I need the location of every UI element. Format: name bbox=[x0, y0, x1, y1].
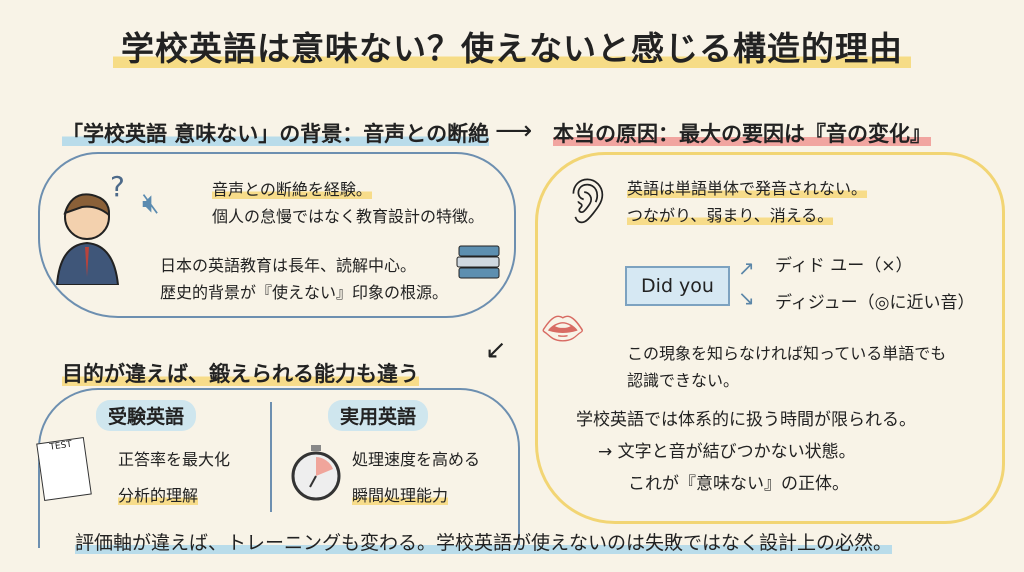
section2-heading: 本当の原因：最大の要因は『音の変化』 bbox=[553, 122, 931, 146]
section2-line3: この現象を知らなければ知っている単語でも bbox=[627, 344, 947, 363]
wrong-pronunciation: ディド ユー（×） bbox=[775, 256, 913, 276]
section3-heading: 目的が違えば、鍛えられる能力も違う bbox=[62, 362, 419, 386]
arrow-right-icon: ⟶ bbox=[495, 116, 533, 146]
section2-line4: 認識できない。 bbox=[627, 371, 740, 390]
section2-line1: 英語は単語単体で発音されない。 bbox=[627, 179, 868, 198]
example-phrase: Did you bbox=[625, 266, 730, 306]
section1-box bbox=[38, 152, 516, 318]
section2-line6: → 文字と音が結びつかない状態。 bbox=[598, 442, 856, 462]
page-title: 学校英語は意味ない？使えないと感じる構造的理由 bbox=[0, 22, 1024, 70]
arrow-up-right-icon: ↗ bbox=[738, 256, 755, 280]
muted-speaker-icon: 🔇︎ bbox=[142, 186, 160, 219]
confused-student-icon bbox=[52, 185, 122, 286]
section1-line3: 日本の英語教育は長年、読解中心。 bbox=[160, 256, 417, 275]
section2-box bbox=[535, 152, 1005, 524]
practical-item1: 処理速度を高める bbox=[352, 450, 481, 469]
practical-english-label: 実用英語 bbox=[328, 400, 429, 431]
section2-line7: これが『意味ない』の正体。 bbox=[628, 474, 849, 494]
divider bbox=[270, 402, 272, 512]
stopwatch-icon bbox=[288, 445, 344, 501]
section1-heading: 「学校英語 意味ない」の背景：音声との断絶 bbox=[62, 122, 490, 146]
section2-line5: 学校英語では体系的に扱う時間が限られる。 bbox=[576, 410, 916, 430]
section2-line2: つながり、弱まり、消える。 bbox=[627, 206, 834, 225]
test-paper-icon: TEST bbox=[36, 436, 92, 502]
exam-item2: 分析的理解 bbox=[118, 486, 199, 505]
exam-english-label: 受験英語 bbox=[96, 400, 197, 431]
section1-line1: 音声との断絶を経験。 bbox=[212, 180, 372, 199]
question-mark-icon: ? bbox=[110, 170, 125, 203]
footer-summary: 評価軸が違えば、トレーニングも変わる。学校英語が使えないのは失敗ではなく設計上の… bbox=[75, 532, 893, 554]
section1-line4: 歴史的背景が『使えない』印象の根源。 bbox=[160, 283, 449, 302]
ear-icon: 👂︎ bbox=[560, 176, 616, 227]
exam-item1: 正答率を最大化 bbox=[118, 450, 231, 469]
correct-pronunciation: ディジュー（◎に近い音） bbox=[775, 293, 975, 313]
arrow-down-right-icon: ↘ bbox=[738, 286, 755, 310]
mouth-icon: 👄︎ bbox=[540, 309, 586, 350]
practical-item2: 瞬間処理能力 bbox=[352, 486, 449, 505]
section1-line2: 個人の怠慢ではなく教育設計の特徴。 bbox=[212, 207, 485, 226]
books-icon bbox=[455, 242, 503, 282]
arrow-down-left-icon: ↙ bbox=[485, 335, 507, 365]
